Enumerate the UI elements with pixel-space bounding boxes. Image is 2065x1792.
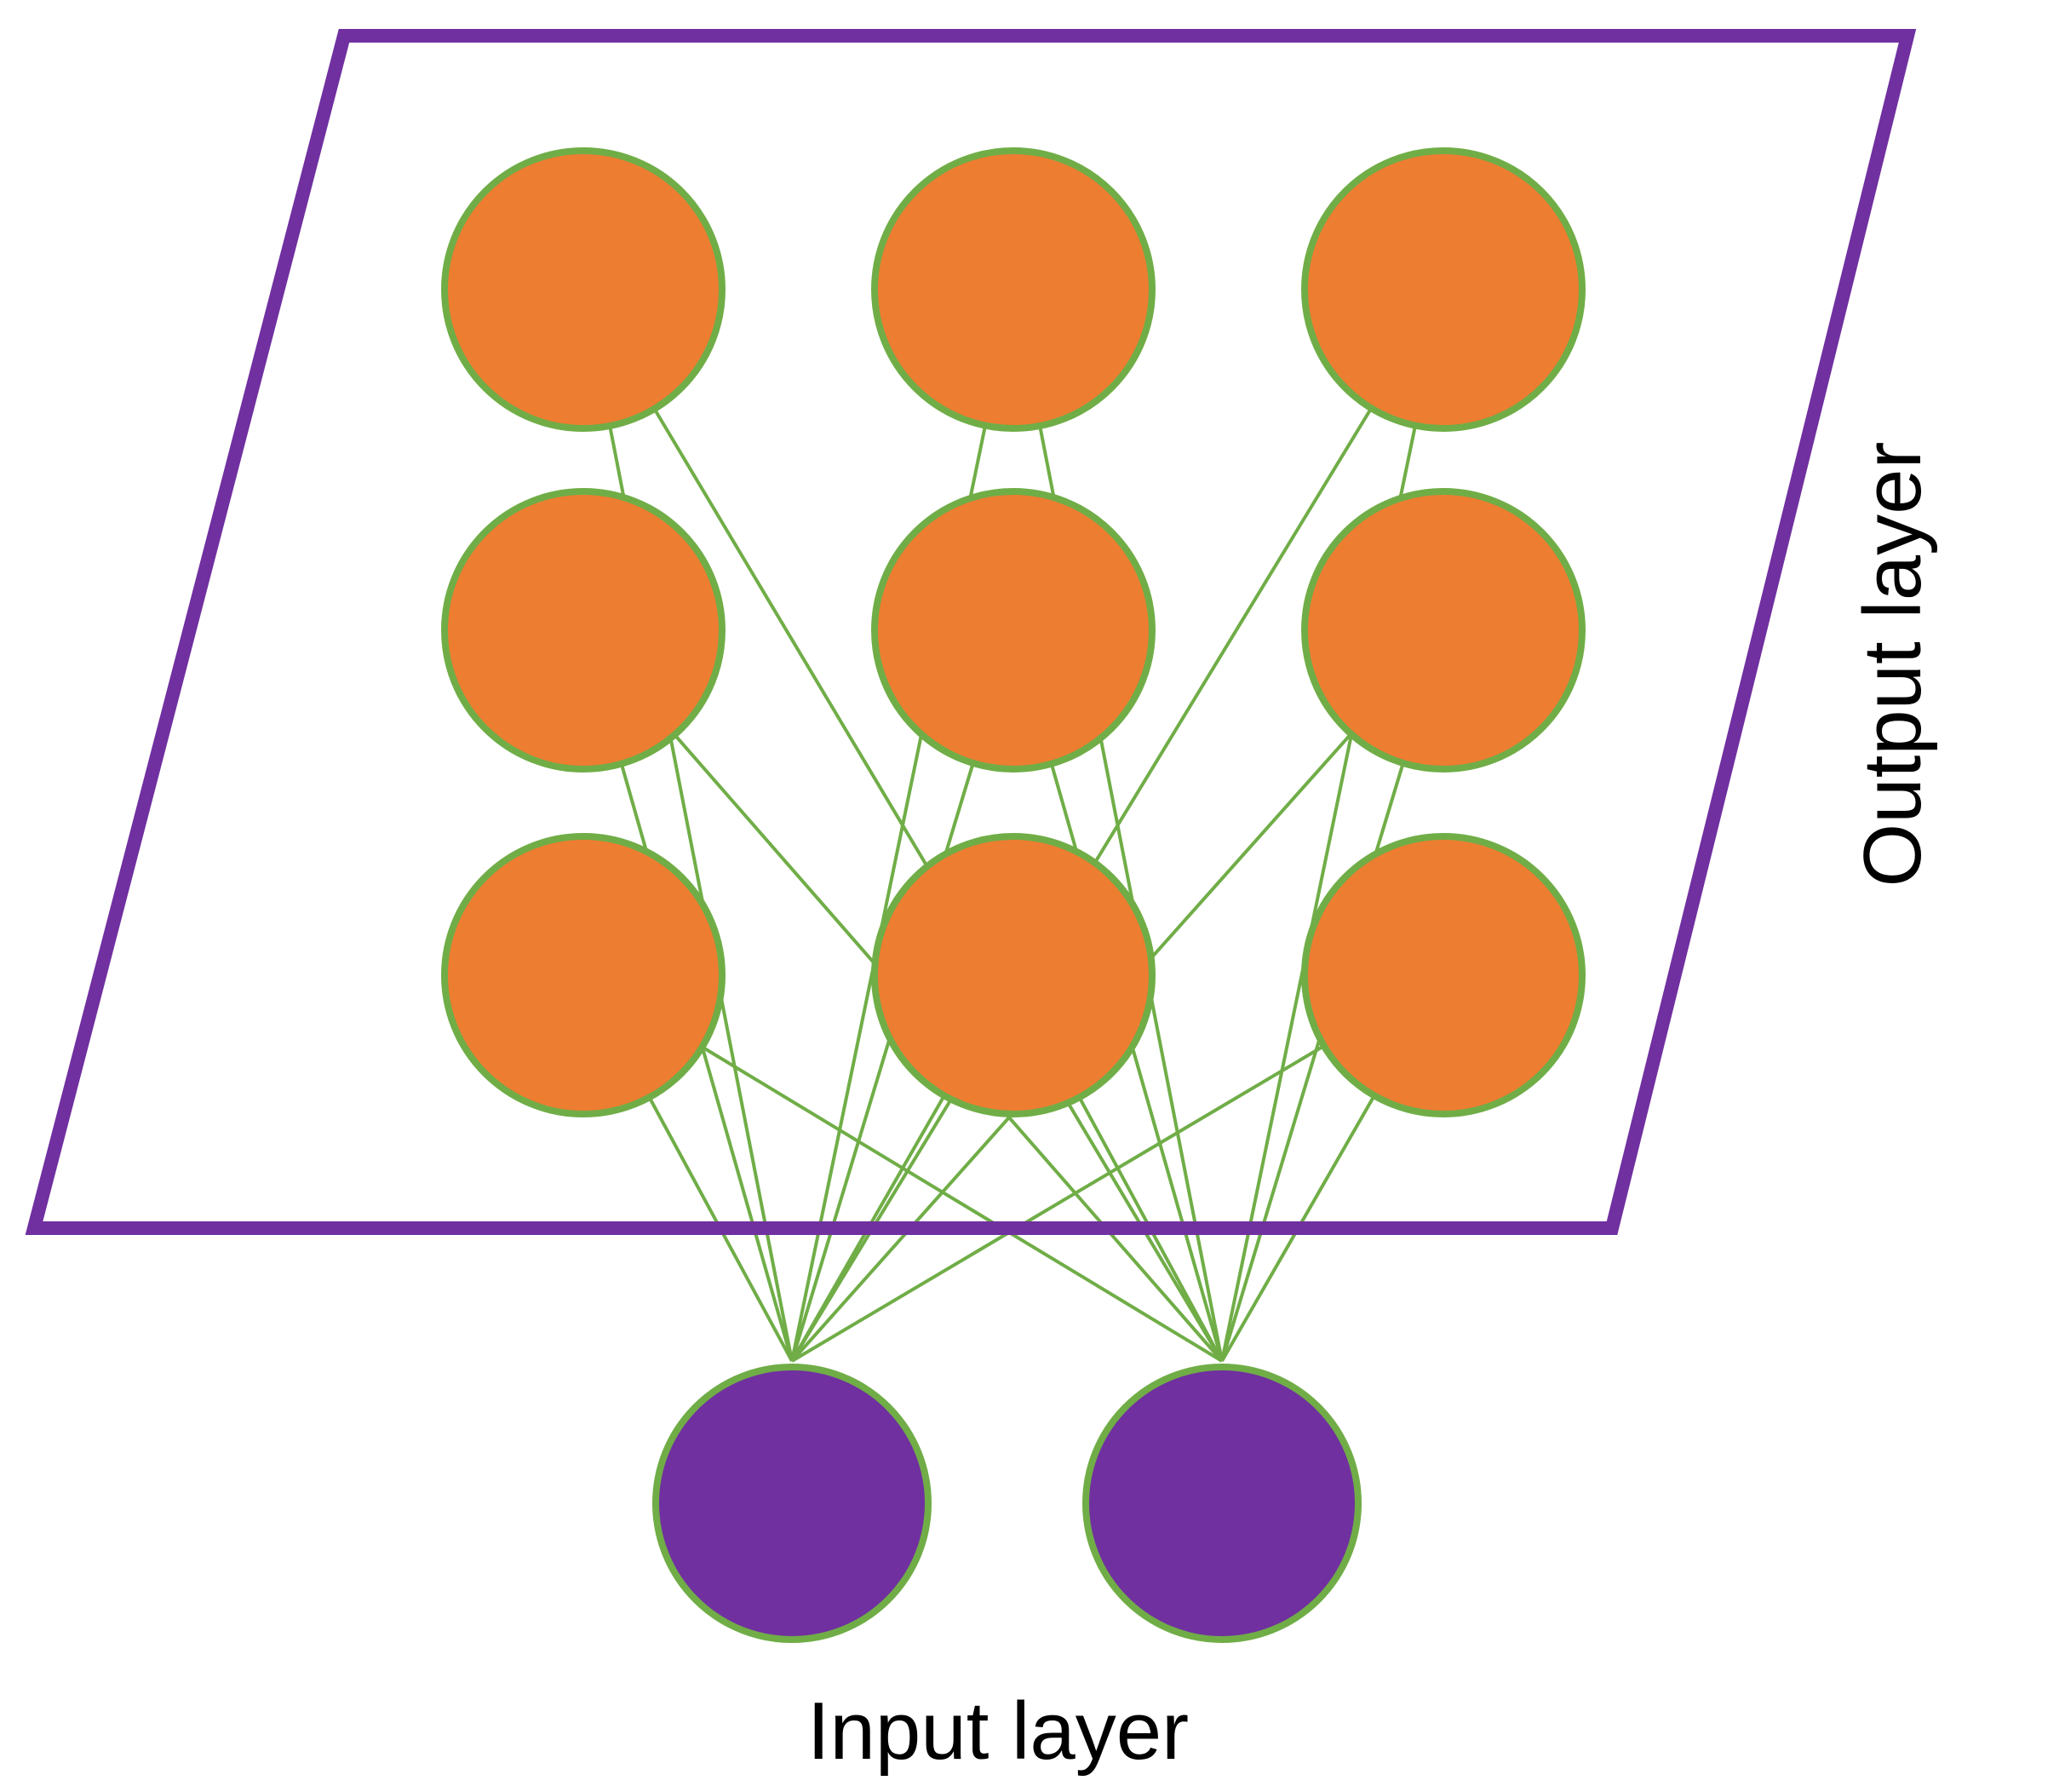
output-layer-frame bbox=[25, 29, 1917, 1235]
output-node bbox=[441, 488, 726, 773]
output-node bbox=[871, 833, 1156, 1117]
output-node bbox=[871, 488, 1156, 773]
input-node bbox=[652, 1364, 932, 1643]
output-node bbox=[1301, 488, 1586, 773]
input-layer-label: Input layer bbox=[807, 1686, 1189, 1777]
connection-line bbox=[701, 1045, 1224, 1363]
output-node bbox=[441, 147, 726, 432]
output-node bbox=[1301, 147, 1586, 432]
output-node bbox=[441, 833, 726, 1117]
output-node bbox=[1301, 833, 1586, 1117]
nodes bbox=[441, 147, 1586, 1643]
output-layer-label: Output layer bbox=[1847, 442, 1938, 887]
connection-line bbox=[790, 1044, 1325, 1363]
output-node bbox=[871, 147, 1156, 432]
input-node bbox=[1082, 1364, 1362, 1643]
